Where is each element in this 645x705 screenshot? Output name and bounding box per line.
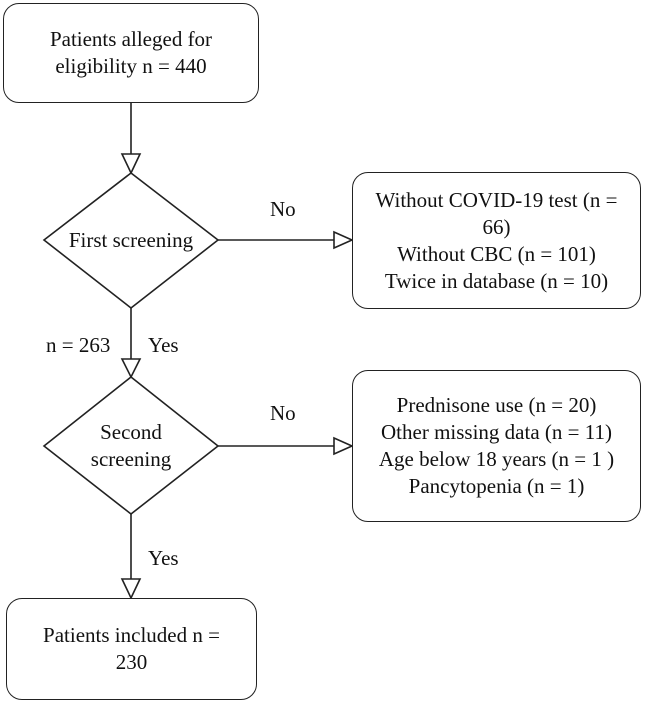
second-screening-line-1: Second — [100, 420, 162, 444]
exclusion2-line-1: Prednisone use (n = 20) — [396, 393, 597, 417]
arrowhead-exclusion2 — [333, 436, 354, 456]
start-box: Patients alleged for eligibility n = 440 — [3, 3, 259, 103]
start-line-1: Patients alleged for — [49, 27, 213, 51]
exclusion1-line-1: Without COVID-19 test (n = — [375, 187, 618, 212]
exclusion1-line-4: Twice in database (n = 10) — [384, 268, 609, 293]
start-line-2: eligibility n = 440 — [55, 54, 207, 78]
end-line-2: 230 — [115, 650, 148, 674]
exclusion2-line-4: Pancytopenia (n = 1) — [408, 474, 585, 498]
edge-label-no-2: No — [270, 401, 296, 425]
edge-label-yes-1: Yes — [148, 333, 179, 357]
edge-label-yes-2: Yes — [148, 546, 179, 570]
exclusion1-line-3: Without CBC (n = 101) — [397, 241, 596, 266]
first-screening-label: First screening — [68, 228, 194, 252]
edge-label-no-1: No — [270, 197, 296, 221]
exclusion-box-2: Prednisone use (n = 20) Other missing da… — [352, 370, 641, 522]
end-box: Patients included n = 230 — [6, 598, 257, 700]
arrowhead-first — [120, 153, 142, 175]
exclusion-box-1: Without COVID-19 test (n = 66) Without C… — [352, 172, 641, 309]
edge-label-count-263: n = 263 — [46, 333, 111, 357]
exclusion2-line-3: Age below 18 years (n = 1 ) — [378, 447, 615, 471]
arrowhead-end — [120, 578, 142, 600]
exclusion2-line-2: Other missing data (n = 11) — [381, 420, 612, 444]
exclusion1-line-2: 66) — [482, 214, 511, 239]
end-line-1: Patients included n = — [43, 623, 220, 647]
arrowhead-exclusion1 — [333, 230, 354, 250]
second-screening-line-2: screening — [90, 447, 172, 471]
arrowhead-second — [120, 358, 142, 379]
second-screening-label: Second screening — [44, 419, 218, 473]
